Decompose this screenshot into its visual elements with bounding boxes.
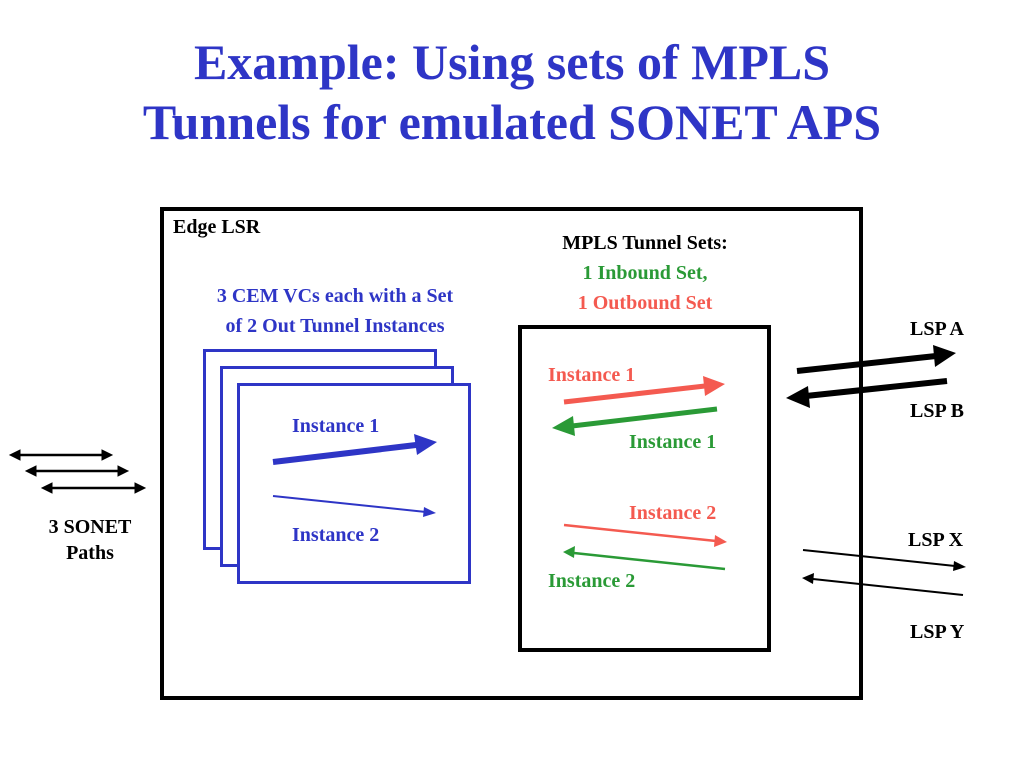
slide-title: Example: Using sets of MPLS Tunnels for … <box>0 32 1024 152</box>
inbound-instance-1-arrow <box>552 406 718 436</box>
lsp-y-arrow <box>802 573 964 596</box>
cem-instance-1-arrow <box>272 434 437 465</box>
outbound-instance-2-label: Instance 2 <box>629 502 717 524</box>
lsp-a-label: LSP A <box>910 318 964 340</box>
cem-caption-line-2: of 2 Out Tunnel Instances <box>225 315 445 337</box>
cem-caption-line-1: 3 CEM VCs each with a Set <box>216 285 454 307</box>
sonet-path-arrows <box>8 449 147 494</box>
cem-caption: 3 CEM VCs each with a Set of 2 Out Tunne… <box>170 281 500 341</box>
lsp-y-label: LSP Y <box>910 621 965 643</box>
sonet-path-arrow <box>24 465 130 477</box>
lsp-x-arrow <box>802 549 966 571</box>
cem-vc-card <box>237 383 471 584</box>
inbound-instance-2-arrow <box>563 546 726 571</box>
lsp-x-label: LSP X <box>908 529 964 551</box>
tunnel-sets-caption: MPLS Tunnel Sets: 1 Inbound Set, 1 Outbo… <box>515 228 775 318</box>
sonet-path-arrow <box>8 449 114 461</box>
sonet-path-arrow <box>40 482 147 494</box>
inbound-instance-1-label: Instance 1 <box>629 431 717 453</box>
tunnel-sets-box <box>518 325 771 652</box>
tunnel-sets-heading: MPLS Tunnel Sets: <box>562 232 728 254</box>
inbound-instance-2-label: Instance 2 <box>548 570 636 592</box>
lsp-b-label: LSP B <box>910 400 964 422</box>
lsp-b-arrow <box>786 378 948 408</box>
outbound-instance-1-label: Instance 1 <box>548 364 636 386</box>
tunnel-sets-outbound: 1 Outbound Set <box>577 292 713 314</box>
cem-instance-1-label: Instance 1 <box>292 415 380 437</box>
title-line-2: Tunnels for emulated SONET APS <box>142 94 882 150</box>
edge-lsr-label: Edge LSR <box>173 216 261 238</box>
cem-instance-2-arrow <box>272 495 436 517</box>
sonet-paths-line-1: 3 SONET <box>48 516 132 538</box>
lsp-a-arrow <box>796 345 956 374</box>
cem-instance-2-label: Instance 2 <box>292 524 380 546</box>
sonet-paths-line-2: Paths <box>66 542 114 564</box>
title-line-1: Example: Using sets of MPLS <box>193 34 831 90</box>
tunnel-sets-inbound: 1 Inbound Set, <box>582 262 708 284</box>
outbound-instance-2-arrow <box>563 523 727 547</box>
sonet-paths-label: 3 SONET Paths <box>20 514 160 566</box>
outbound-instance-1-arrow <box>563 376 725 405</box>
